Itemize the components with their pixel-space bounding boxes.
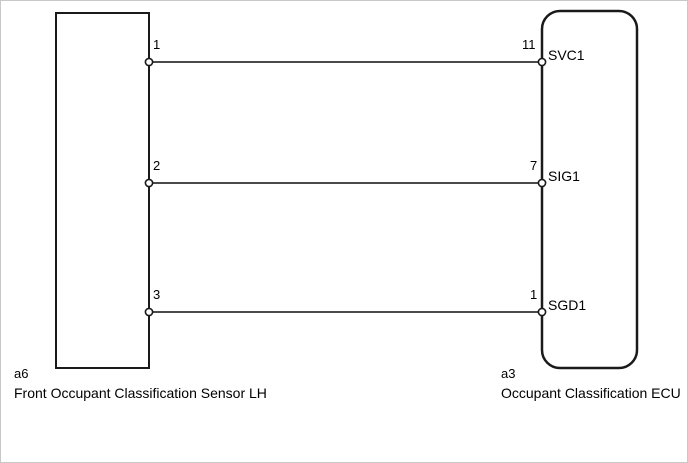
left-connector-code: a6 — [14, 366, 29, 381]
signal-label-sig1: SIG1 — [548, 168, 580, 184]
terminal-right-pin-11 — [537, 57, 547, 67]
terminal-right-pin-7 — [537, 178, 547, 188]
terminal-right-pin-1 — [537, 307, 547, 317]
terminal-left-pin-1 — [144, 57, 154, 67]
left-pin-number-2: 2 — [153, 158, 161, 173]
right-pin-number-11: 11 — [522, 37, 536, 52]
terminal-left-pin-2 — [144, 178, 154, 188]
left-pin-number-3: 3 — [153, 287, 161, 302]
right-pin-number-1: 1 — [530, 287, 538, 302]
right-pin-number-7: 7 — [530, 158, 538, 173]
terminal-left-pin-3 — [144, 307, 154, 317]
left-connector-box — [55, 12, 150, 369]
signal-label-svc1: SVC1 — [548, 47, 585, 63]
left-pin-number-1: 1 — [153, 37, 161, 52]
right-connector-name: Occupant Classification ECU — [501, 385, 681, 401]
right-connector-code: a3 — [501, 366, 516, 381]
right-connector-box — [540, 9, 639, 370]
signal-label-sgd1: SGD1 — [548, 297, 587, 313]
left-connector-name: Front Occupant Classification Sensor LH — [14, 385, 267, 401]
